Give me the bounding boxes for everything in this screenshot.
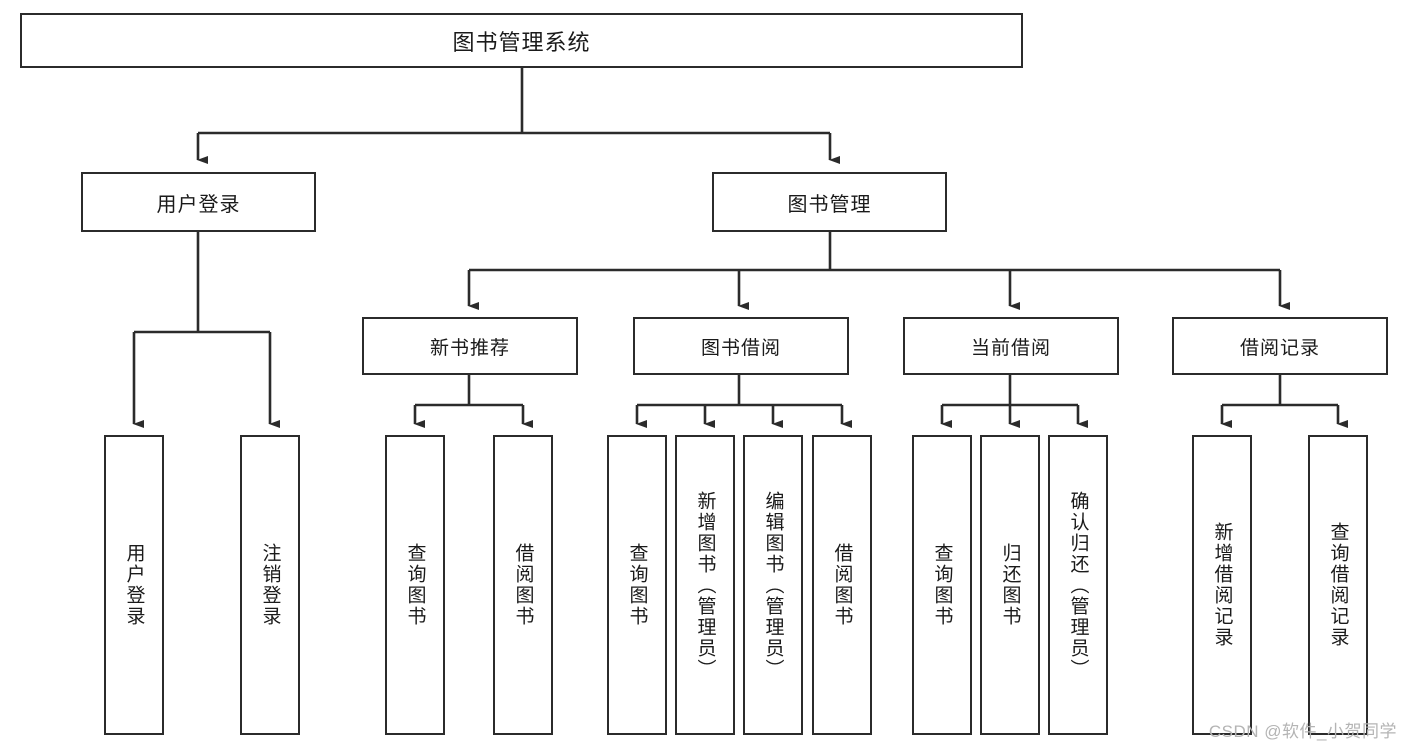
leaf-label: 查询图书	[404, 543, 426, 627]
leaf-borrow-query-book[interactable]: 查询图书	[607, 435, 667, 735]
leaf-user-login-signin[interactable]: 用户登录	[104, 435, 164, 735]
leaf-new-book-query[interactable]: 查询图书	[385, 435, 445, 735]
leaf-borrow-edit-book-admin[interactable]: 编辑图书（管理员）	[743, 435, 803, 735]
leaf-label: 归还图书	[999, 543, 1021, 627]
leaf-label: 确认归还（管理员）	[1067, 490, 1089, 680]
node-book-borrow-label: 图书借阅	[700, 337, 781, 359]
node-book-management-label: 图书管理	[787, 193, 872, 216]
leaf-current-return-book[interactable]: 归还图书	[980, 435, 1040, 735]
leaf-record-add-record[interactable]: 新增借阅记录	[1192, 435, 1252, 735]
leaf-current-confirm-return-admin[interactable]: 确认归还（管理员）	[1048, 435, 1108, 735]
leaf-label: 新增图书（管理员）	[694, 490, 716, 680]
node-current-borrow[interactable]: 当前借阅	[903, 317, 1119, 375]
node-book-management[interactable]: 图书管理	[712, 172, 947, 232]
leaf-label: 查询图书	[626, 543, 648, 627]
node-root-system[interactable]: 图书管理系统	[20, 13, 1023, 68]
leaf-new-book-borrow[interactable]: 借阅图书	[493, 435, 553, 735]
node-root-label: 图书管理系统	[452, 29, 591, 55]
leaf-record-query-record[interactable]: 查询借阅记录	[1308, 435, 1368, 735]
leaf-label: 借阅图书	[512, 543, 534, 627]
node-borrow-record[interactable]: 借阅记录	[1172, 317, 1388, 375]
leaf-label: 用户登录	[123, 543, 145, 627]
node-new-book-recommend[interactable]: 新书推荐	[362, 317, 578, 375]
leaf-user-login-logout[interactable]: 注销登录	[240, 435, 300, 735]
leaf-label: 借阅图书	[831, 543, 853, 627]
leaf-label: 查询图书	[931, 543, 953, 627]
leaf-borrow-add-book-admin[interactable]: 新增图书（管理员）	[675, 435, 735, 735]
leaf-label: 新增借阅记录	[1211, 522, 1233, 648]
leaf-borrow-borrow-book[interactable]: 借阅图书	[812, 435, 872, 735]
node-current-borrow-label: 当前借阅	[970, 337, 1051, 359]
node-book-borrow[interactable]: 图书借阅	[633, 317, 849, 375]
leaf-label: 编辑图书（管理员）	[762, 490, 784, 680]
watermark-text: CSDN @软件_小贺同学	[1208, 722, 1397, 741]
node-borrow-record-label: 借阅记录	[1239, 337, 1320, 359]
leaf-label: 查询借阅记录	[1327, 522, 1349, 648]
leaf-current-query-book[interactable]: 查询图书	[912, 435, 972, 735]
node-user-login[interactable]: 用户登录	[81, 172, 316, 232]
node-user-login-label: 用户登录	[156, 193, 241, 216]
node-new-book-recommend-label: 新书推荐	[429, 337, 510, 359]
leaf-label: 注销登录	[259, 543, 281, 627]
